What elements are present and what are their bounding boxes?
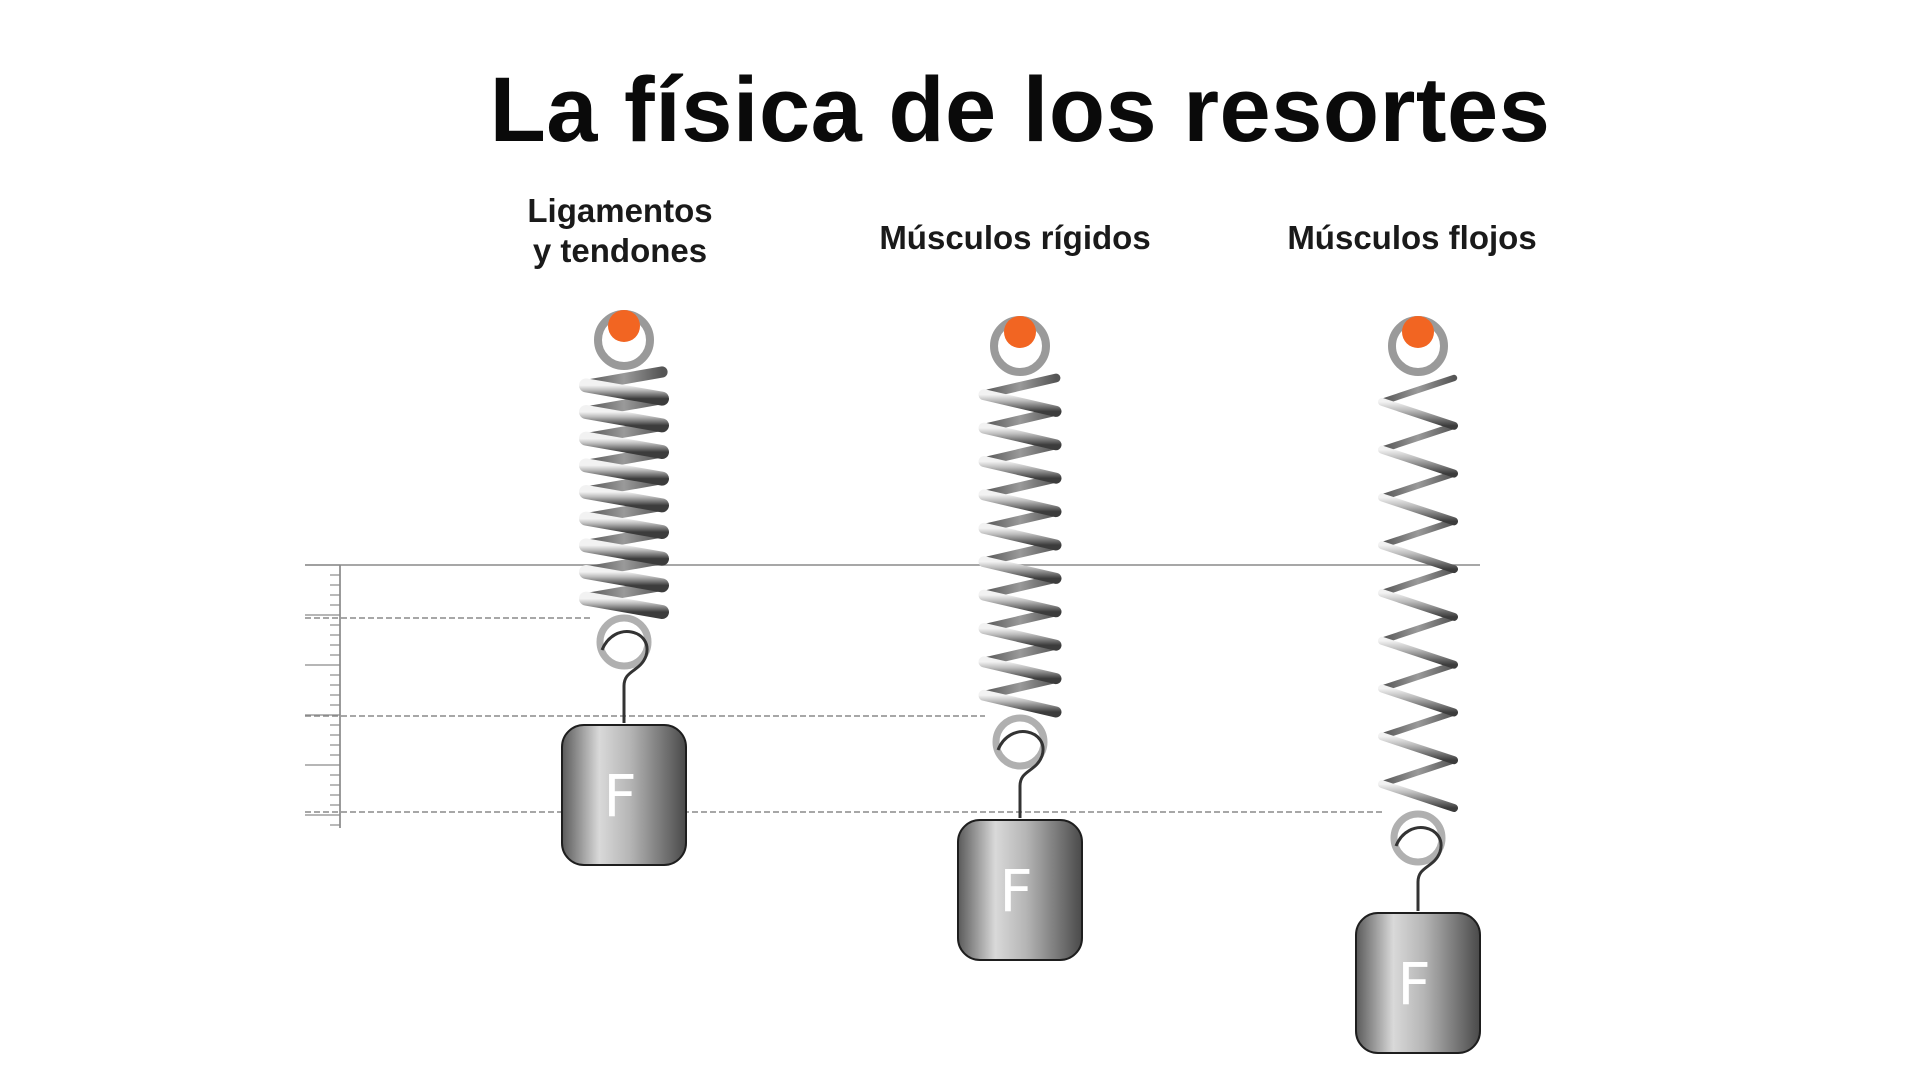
coil-front: [1378, 541, 1458, 574]
coil-front: [978, 689, 1062, 718]
coil-front: [579, 591, 669, 619]
coil-front: [579, 538, 669, 566]
coil-back: [1378, 470, 1458, 501]
bottom-loop: [992, 714, 1048, 770]
coil-front: [1378, 493, 1458, 526]
coil-back: [1378, 422, 1458, 453]
coil-back: [1378, 565, 1458, 597]
coil-front: [978, 522, 1062, 551]
coil-front: [978, 456, 1062, 484]
coil-front: [1378, 780, 1458, 812]
page-title: La física de los resortes: [489, 59, 1551, 161]
bottom-loop: [1390, 810, 1446, 866]
coil-front: [579, 405, 669, 433]
weight-label: F: [603, 762, 636, 830]
label-loose-muscles: Músculos flojos: [1212, 218, 1612, 258]
coil-front: [579, 565, 669, 593]
hook-wire: [1394, 826, 1443, 911]
label-line: y tendones: [532, 232, 708, 269]
weight-label: F: [999, 857, 1032, 925]
hook-wire: [600, 630, 649, 723]
coil-front: [978, 556, 1062, 584]
coil-front: [1378, 732, 1458, 765]
measurement-ruler: [305, 564, 1480, 828]
coil-front: [1378, 589, 1458, 621]
spring-stiff-muscles: F: [957, 316, 1083, 961]
weight-icon: [1355, 912, 1481, 1054]
weight-icon: [957, 819, 1083, 961]
coil-front: [1378, 636, 1458, 669]
coil-front: [579, 431, 669, 459]
coil-front: [978, 422, 1062, 451]
coil-back: [1378, 709, 1458, 740]
label-line: Ligamentos: [527, 192, 713, 229]
label-stiff-muscles: Músculos rígidos: [815, 218, 1215, 258]
coil-front: [978, 589, 1062, 618]
coil-front: [1378, 397, 1458, 430]
coil-back: [1378, 613, 1458, 644]
coil-back: [1378, 661, 1458, 692]
coil-front: [579, 378, 669, 406]
coil-front: [1378, 684, 1458, 717]
hook-wire: [996, 730, 1045, 818]
label-ligaments-tendons: Ligamentos y tendones: [420, 191, 820, 271]
spring-ligaments-tendons: F: [561, 310, 687, 866]
coil-front: [579, 485, 669, 513]
coil-front: [978, 656, 1062, 685]
coil-front: [978, 489, 1062, 518]
weight-icon: [561, 724, 687, 866]
pin-icon: [608, 310, 640, 342]
coil-back: [1378, 757, 1458, 788]
ruler-ticks: [305, 564, 340, 826]
coil-front: [579, 458, 669, 486]
label-line: Músculos rígidos: [879, 219, 1151, 256]
bottom-loop: [596, 614, 652, 670]
coil-front: [978, 389, 1062, 417]
weight-label: F: [1397, 950, 1430, 1018]
coil-front: [1378, 445, 1458, 478]
coil-back: [1378, 518, 1458, 549]
spring-loose-muscles: F: [1355, 316, 1481, 1054]
coil-front: [579, 511, 669, 539]
coil-front: [978, 623, 1062, 651]
pin-icon: [1402, 316, 1434, 348]
pin-icon: [1004, 316, 1036, 348]
label-line: Músculos flojos: [1287, 219, 1537, 256]
